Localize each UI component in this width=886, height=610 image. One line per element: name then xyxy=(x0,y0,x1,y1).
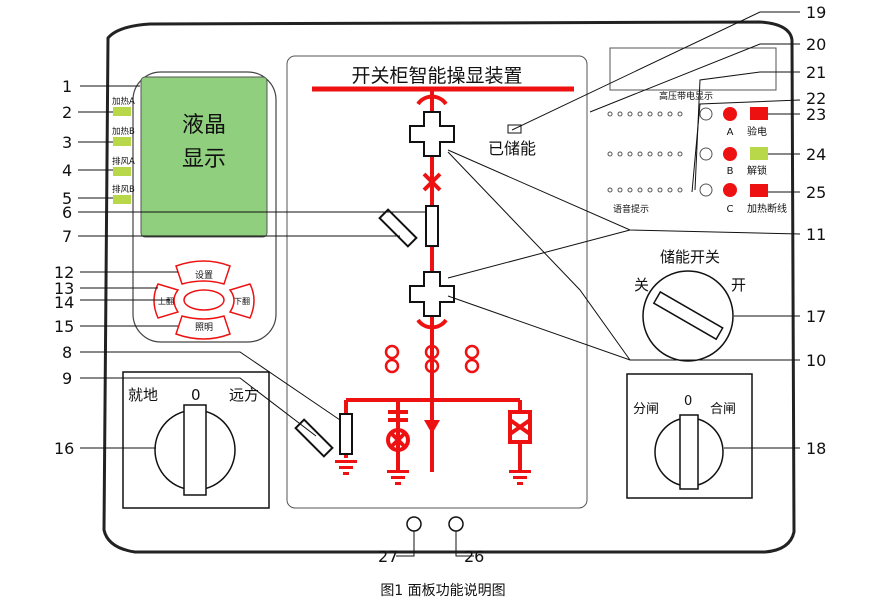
callout-6: 6 xyxy=(62,203,72,222)
hv-indicator-rows xyxy=(607,107,768,197)
figure-caption: 图1 面板功能说明图 xyxy=(380,583,505,599)
set-key-label: 设置 xyxy=(195,270,213,281)
callout-1: 1 xyxy=(62,77,72,96)
port-26 xyxy=(448,516,464,532)
callout-2: 2 xyxy=(62,103,72,122)
remote-label: 远方 xyxy=(229,386,259,404)
callout-13: 13 xyxy=(54,279,74,298)
ground-symbols xyxy=(335,420,531,485)
led-label-heat-b: 加热B xyxy=(112,126,135,137)
phase-c: C xyxy=(727,204,734,215)
open-label: 分闸 xyxy=(633,402,659,417)
lcd-text-1: 液晶 xyxy=(182,113,226,138)
callout-4: 4 xyxy=(62,161,72,180)
label-unlock: 解锁 xyxy=(747,164,767,177)
device-title: 开关柜智能操显装置 xyxy=(351,65,522,87)
label-test: 验电 xyxy=(747,125,767,138)
open-close-frame xyxy=(626,373,753,499)
callout-8: 8 xyxy=(62,343,72,362)
hv-panel-title: 高压带电显示 xyxy=(659,90,713,102)
callout-23: 23 xyxy=(806,105,826,124)
callout-19: 19 xyxy=(806,3,826,22)
callout-16: 16 xyxy=(54,439,74,458)
led-heat-a xyxy=(113,107,131,116)
hv-window xyxy=(609,47,777,91)
led-indicators: 加热A 加热B 排风A 排风B xyxy=(112,96,135,204)
led-label-fan-b: 排风B xyxy=(112,184,135,195)
mimic-frame xyxy=(286,55,588,509)
callout-25: 25 xyxy=(806,183,826,202)
local-remote-handle[interactable] xyxy=(183,404,207,496)
storage-switch-handle[interactable] xyxy=(652,290,724,341)
local-remote-frame xyxy=(122,371,270,509)
storage-switch-off: 关 xyxy=(634,276,649,294)
heat-break-led xyxy=(750,184,768,197)
storage-switch-on: 开 xyxy=(731,276,746,294)
lcd-module-frame xyxy=(132,71,277,343)
phase-b: B xyxy=(727,166,734,177)
storage-switch-title: 储能开关 xyxy=(660,248,720,266)
callout-27: 27 xyxy=(378,547,398,566)
callout-3: 3 xyxy=(62,133,72,152)
callout-26: 26 xyxy=(464,547,484,566)
led-fan-b xyxy=(113,195,131,204)
light-key[interactable] xyxy=(175,315,231,340)
current-transformers xyxy=(384,344,480,374)
leader-lines xyxy=(78,11,801,557)
callout-10: 10 xyxy=(806,351,826,370)
callout-20: 20 xyxy=(806,35,826,54)
test-led xyxy=(750,107,768,120)
close-label: 合闸 xyxy=(710,402,736,417)
open-close-handle[interactable] xyxy=(679,414,699,490)
zero-label-left: 0 xyxy=(191,386,201,404)
up-key-label: 上翻 xyxy=(158,297,174,306)
voice-prompt-label: 语音提示 xyxy=(613,203,649,215)
led-heat-b xyxy=(113,137,131,146)
set-key[interactable] xyxy=(175,260,231,285)
down-key[interactable] xyxy=(228,283,255,319)
callout-24: 24 xyxy=(806,145,826,164)
callout-21: 21 xyxy=(806,63,826,82)
callout-17: 17 xyxy=(806,307,826,326)
callout-numbers: 1 2 3 4 5 6 7 8 9 10 11 12 13 14 15 16 1… xyxy=(54,3,826,566)
phase-a: A xyxy=(727,127,734,138)
callout-18: 18 xyxy=(806,439,826,458)
zero-label-right: 0 xyxy=(684,394,692,409)
port-27 xyxy=(406,516,422,532)
lcd-screen xyxy=(140,76,268,238)
switch-elements xyxy=(294,111,455,458)
callout-11: 11 xyxy=(806,225,826,244)
callout-9: 9 xyxy=(62,369,72,388)
led-label-fan-a: 排风A xyxy=(112,156,135,167)
local-label: 就地 xyxy=(128,386,158,404)
storage-status: 已储能 xyxy=(488,139,536,158)
up-key[interactable] xyxy=(153,283,180,319)
callout-12: 12 xyxy=(54,263,74,282)
down-key-label: 下翻 xyxy=(234,297,250,306)
label-heat-break: 加热断线 xyxy=(747,202,787,215)
keypad: 设置 上翻 下翻 照明 xyxy=(153,260,255,340)
callout-5: 5 xyxy=(62,189,72,208)
ok-key[interactable] xyxy=(183,289,225,311)
callout-15: 15 xyxy=(54,317,74,336)
light-key-label: 照明 xyxy=(195,322,213,333)
callout-14: 14 xyxy=(54,293,74,312)
lcd-text-2: 显示 xyxy=(182,147,226,172)
unlock-led xyxy=(750,147,768,160)
callout-7: 7 xyxy=(62,227,72,246)
callout-22: 22 xyxy=(806,89,826,108)
led-fan-a xyxy=(113,167,131,176)
led-label-heat-a: 加热A xyxy=(112,96,135,107)
